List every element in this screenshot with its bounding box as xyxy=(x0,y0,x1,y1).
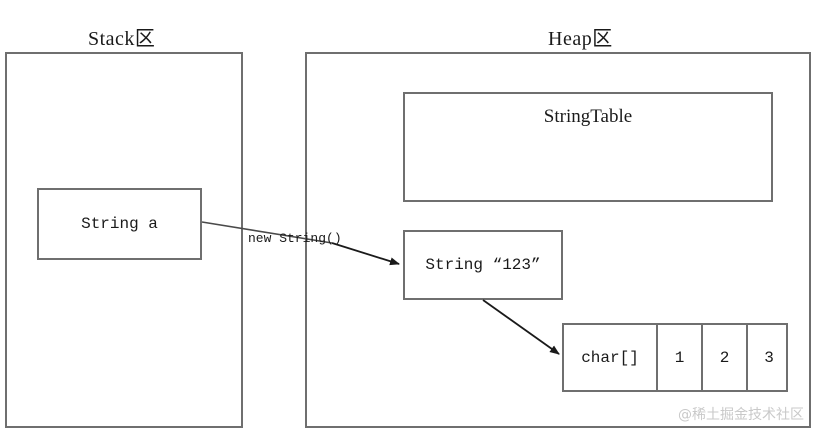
char-array-type-cell: char[] xyxy=(581,348,639,367)
char-array-cell-1: 2 xyxy=(719,348,730,367)
char-array-divider-3 xyxy=(746,325,748,390)
watermark: @稀土掘金技术社区 xyxy=(678,407,804,423)
char-array-table: char[] 1 2 3 xyxy=(562,323,788,392)
heap-region-title: Heap区 xyxy=(548,28,613,50)
char-array-cell-0: 1 xyxy=(674,348,685,367)
string-object-box: String “123” xyxy=(403,230,563,300)
stack-variable-label: String a xyxy=(81,215,158,233)
char-array-cell-2: 3 xyxy=(764,348,774,367)
char-array-divider-2 xyxy=(701,325,703,390)
string-object-label: String “123” xyxy=(425,256,541,274)
new-string-edge-label: new String() xyxy=(248,231,342,246)
stack-variable-box: String a xyxy=(37,188,202,260)
string-table-label: StringTable xyxy=(543,106,633,127)
stack-region-title: Stack区 xyxy=(88,28,156,50)
string-table-box: StringTable xyxy=(403,92,773,202)
char-array-divider-1 xyxy=(656,325,658,390)
